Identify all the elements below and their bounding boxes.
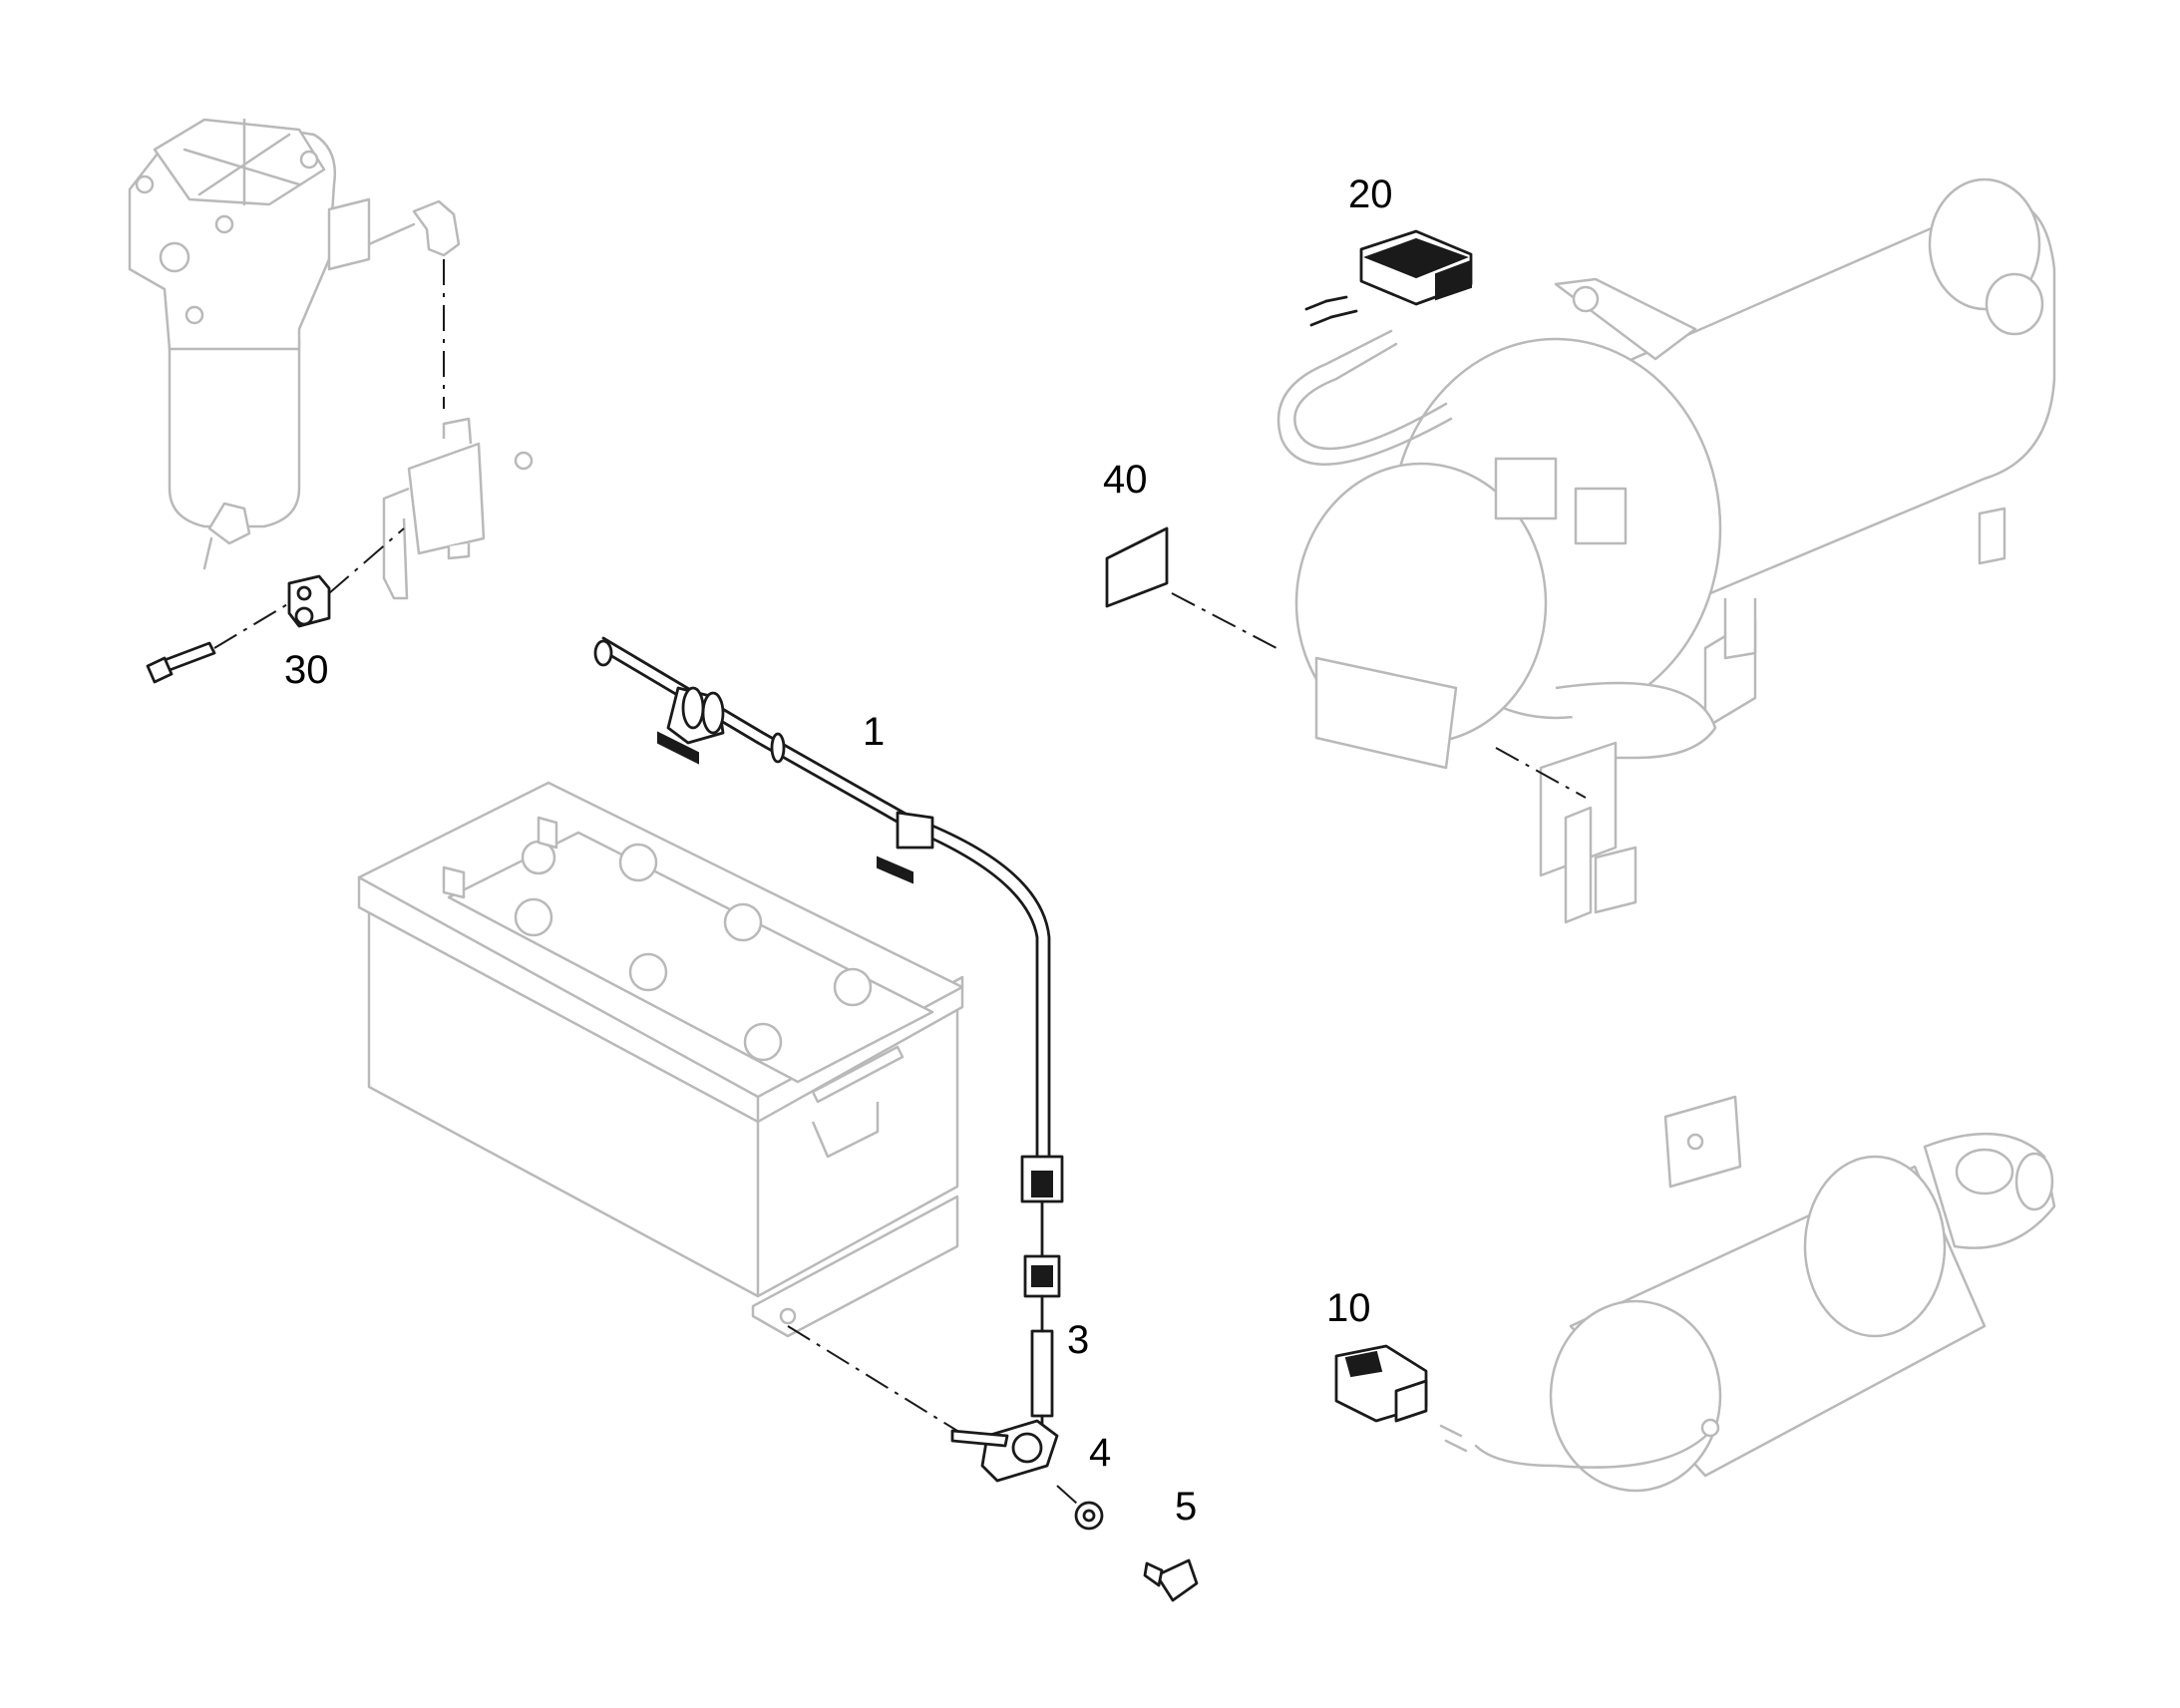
callout-40: 40 bbox=[1103, 458, 1148, 502]
heater-bracket bbox=[1495, 741, 1637, 924]
part-4-sensor bbox=[787, 1325, 1059, 1483]
part-10-plug bbox=[1334, 1344, 1428, 1423]
part-3-adapter-cable bbox=[1023, 1199, 1061, 1438]
callout-10: 10 bbox=[1326, 1286, 1371, 1330]
callout-30: 30 bbox=[284, 648, 329, 692]
heater-unit bbox=[1276, 177, 2056, 770]
part-30-bracket bbox=[146, 527, 405, 684]
battery bbox=[357, 781, 964, 1338]
callout-20: 20 bbox=[1348, 172, 1393, 216]
part-40-label bbox=[1105, 526, 1277, 649]
part-5-screw bbox=[1056, 1485, 1199, 1602]
part-1-cable-harness bbox=[593, 636, 1064, 1203]
part-20-connector bbox=[1304, 229, 1473, 327]
callout-5: 5 bbox=[1175, 1485, 1197, 1529]
callout-4: 4 bbox=[1089, 1431, 1111, 1475]
callout-1: 1 bbox=[863, 710, 885, 754]
pump-unit bbox=[1439, 1095, 2056, 1493]
callout-3: 3 bbox=[1067, 1318, 1089, 1362]
fuel-filter-assembly bbox=[128, 118, 534, 600]
